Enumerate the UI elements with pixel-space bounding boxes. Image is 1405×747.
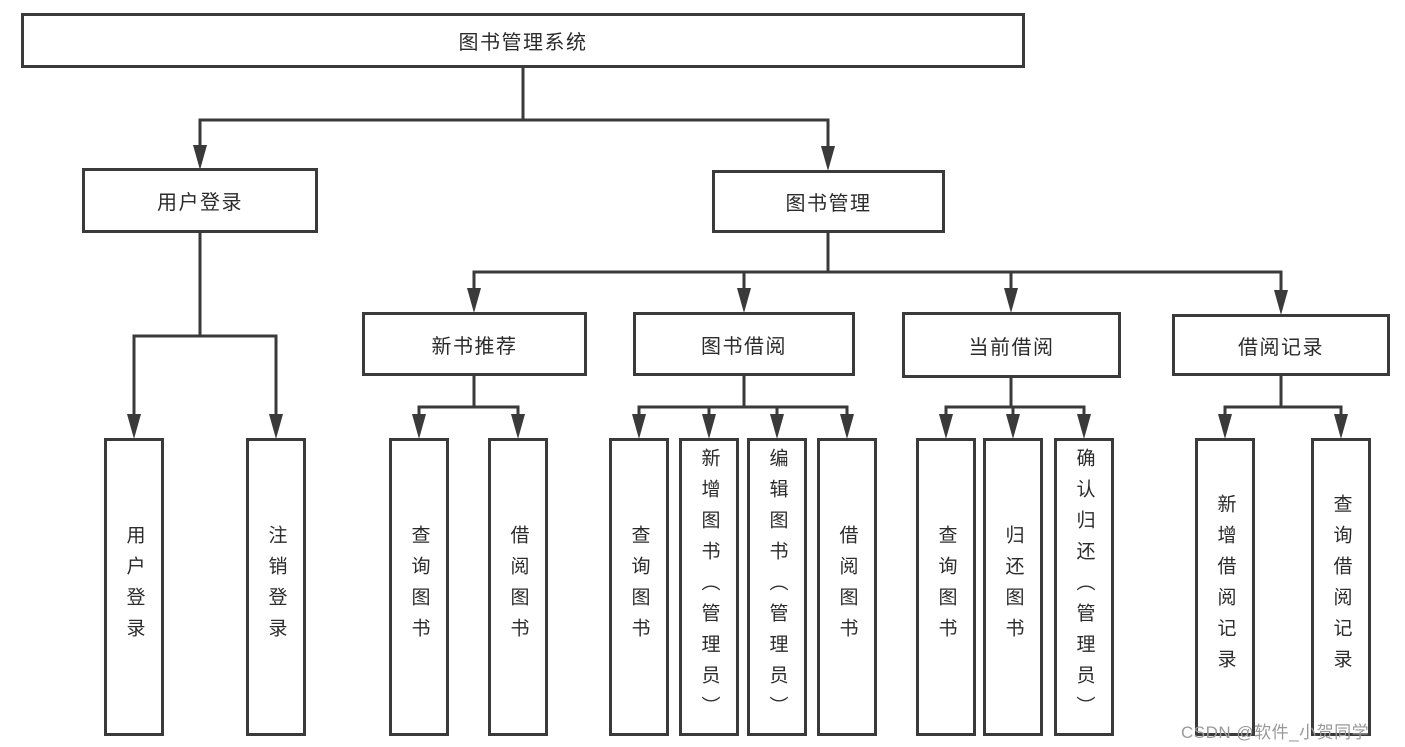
leaf-rec-borrow-books: 借阅图书 — [488, 438, 548, 736]
leaf-current-query-books: 查询图书 — [916, 438, 976, 736]
leaf-rec-query-books: 查询图书 — [389, 438, 449, 736]
leaf-borrow-edit-books-admin: 编辑图书（管理员） — [747, 438, 807, 736]
leaf-records-query-record: 查询借阅记录 — [1311, 438, 1371, 736]
connector-book-mgmt-to-level3 — [467, 233, 1288, 315]
leaf-borrow-query-books: 查询图书 — [609, 438, 669, 736]
node-current-borrowing: 当前借阅 — [902, 312, 1121, 378]
leaf-borrow-add-books-admin: 新增图书（管理员） — [679, 438, 739, 736]
leaf-current-return-books: 归还图书 — [983, 438, 1043, 736]
node-borrowing-records: 借阅记录 — [1172, 314, 1390, 376]
connector-current-borrowing-to-leaves — [939, 378, 1091, 439]
node-book-borrowing: 图书借阅 — [633, 312, 855, 376]
connector-user-login-to-leaves — [127, 233, 283, 439]
node-user-login: 用户登录 — [82, 168, 318, 233]
node-book-management: 图书管理 — [712, 170, 945, 233]
connector-new-book-rec-to-leaves — [412, 376, 525, 439]
leaf-records-add-record: 新增借阅记录 — [1195, 438, 1255, 736]
node-root-system: 图书管理系统 — [21, 13, 1025, 68]
node-new-book-recommendation: 新书推荐 — [362, 312, 587, 376]
leaf-user-login: 用户登录 — [104, 438, 164, 736]
connector-root-to-level2 — [193, 68, 835, 171]
leaf-current-confirm-return-admin: 确认归还（管理员） — [1054, 438, 1114, 736]
csdn-watermark: CSDN @软件_小贺同学 — [1181, 723, 1370, 742]
leaf-logout: 注销登录 — [246, 438, 306, 736]
connector-book-borrowing-to-leaves — [632, 376, 854, 439]
connector-borrowing-records-to-leaves — [1218, 376, 1348, 439]
leaf-borrow-borrow-books: 借阅图书 — [817, 438, 877, 736]
